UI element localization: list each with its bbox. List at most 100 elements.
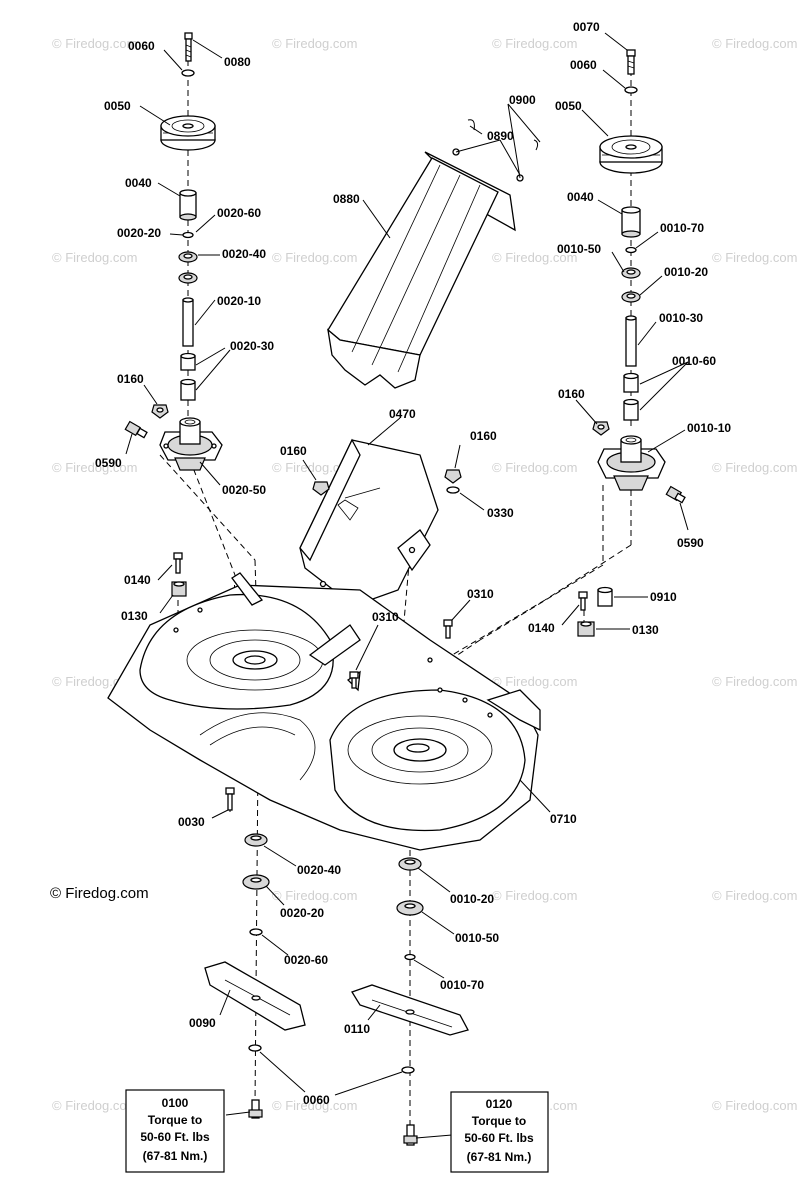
- label-0140: 0140: [528, 621, 555, 635]
- torque-part-number: 0100: [162, 1096, 189, 1110]
- watermark: © Firedog.com: [712, 674, 797, 689]
- ring-0010-70: [625, 246, 637, 254]
- shaft-0020-10: [182, 297, 194, 347]
- label-0590: 0590: [677, 536, 704, 550]
- label-0890: 0890: [487, 129, 514, 143]
- bearing-0020-20: [178, 272, 198, 284]
- bolt-0140: [578, 591, 588, 611]
- label-0160: 0160: [117, 372, 144, 386]
- leader-lines: [125, 32, 689, 1139]
- label-0900: 0900: [509, 93, 536, 107]
- bearing-0010-20: [398, 857, 422, 871]
- bolt-0030: [225, 787, 235, 811]
- bolt-0070: [626, 49, 636, 75]
- label-0020-20: 0020-20: [117, 226, 161, 240]
- ring-0020-60: [249, 928, 263, 936]
- fitting-0590: [665, 485, 686, 504]
- bolt-0120: [403, 1124, 418, 1146]
- part-labels: 0060 0080 0050 0040 0020-20 0020-60 0020…: [95, 20, 731, 1107]
- bolt-0310: [443, 619, 453, 639]
- label-0140: 0140: [124, 573, 151, 587]
- label-0040: 0040: [567, 190, 594, 204]
- label-0020-30: 0020-30: [230, 339, 274, 353]
- right-spindle-stack: [592, 49, 686, 504]
- bolt-0080: [184, 32, 193, 62]
- label-0050: 0050: [555, 99, 582, 113]
- label-0160: 0160: [558, 387, 585, 401]
- label-0590: 0590: [95, 456, 122, 470]
- torque-line: Torque to: [472, 1114, 526, 1128]
- nut-0160: [151, 404, 169, 419]
- label-0010-20: 0010-20: [664, 265, 708, 279]
- discharge-chute-0880: [327, 119, 539, 389]
- bearing-0020-40: [244, 833, 268, 847]
- left-spindle-stack: [124, 32, 223, 471]
- bearing-0010-50: [396, 900, 424, 916]
- watermark: © Firedog.com: [492, 674, 577, 689]
- watermark: © Firedog.com: [712, 888, 797, 903]
- label-0020-50: 0020-50: [222, 483, 266, 497]
- spacer-0040: [179, 189, 197, 221]
- label-0010-50: 0010-50: [557, 242, 601, 256]
- watermark: © Firedog.com: [272, 460, 357, 475]
- washer-0330: [446, 486, 460, 494]
- nut-0160: [312, 481, 330, 496]
- washer-0060: [181, 69, 195, 77]
- shaft-0010-30: [625, 315, 637, 367]
- label-0160: 0160: [470, 429, 497, 443]
- watermark: © Firedog.com: [272, 1098, 357, 1113]
- label-0060: 0060: [570, 58, 597, 72]
- label-0080: 0080: [224, 55, 251, 69]
- blade-0090: [204, 961, 306, 1031]
- label-0010-50: 0010-50: [455, 931, 499, 945]
- label-0020-60: 0020-60: [284, 953, 328, 967]
- spacer-0020-30: [180, 352, 196, 401]
- label-0310: 0310: [372, 610, 399, 624]
- copyright-text: © Firedog.com: [50, 885, 149, 902]
- torque-box-0120: 0120 Torque to 50-60 Ft. lbs (67-81 Nm.): [450, 1091, 549, 1173]
- watermark: © Firedog.com: [52, 460, 137, 475]
- bearing-0020-20: [242, 874, 270, 890]
- watermark: © Firedog.com: [52, 250, 137, 265]
- washer-0060: [248, 1044, 262, 1052]
- spacer-0010-60: [623, 372, 639, 421]
- watermark: © Firedog.com: [492, 36, 577, 51]
- bracket-0130: [171, 581, 187, 597]
- label-0020-10: 0020-10: [217, 294, 261, 308]
- pulley-0050: [599, 135, 663, 174]
- fitting-0590: [124, 420, 148, 439]
- torque-part-number: 0120: [486, 1097, 513, 1111]
- bolt-0310: [349, 671, 359, 689]
- label-0040: 0040: [125, 176, 152, 190]
- nut-0160: [592, 421, 610, 436]
- label-0710: 0710: [550, 812, 577, 826]
- watermark: © Firedog.com: [492, 250, 577, 265]
- blade-0110: [351, 984, 469, 1036]
- watermark: © Firedog.com: [272, 36, 357, 51]
- label-0020-60: 0020-60: [217, 206, 261, 220]
- watermark: © Firedog.com: [52, 1098, 137, 1113]
- bearing-0010-20: [621, 291, 641, 303]
- label-0070: 0070: [573, 20, 600, 34]
- label-0050: 0050: [104, 99, 131, 113]
- label-0060: 0060: [303, 1093, 330, 1107]
- nut-0160: [444, 469, 462, 484]
- lower-left-stack: [204, 833, 306, 1119]
- washer-0060: [624, 86, 638, 94]
- label-0330: 0330: [487, 506, 514, 520]
- label-0910: 0910: [650, 590, 677, 604]
- watermark: © Firedog.com: [712, 36, 797, 51]
- bearing-0020-40: [178, 251, 198, 263]
- lower-right-stack: [351, 857, 469, 1146]
- label-0030: 0030: [178, 815, 205, 829]
- torque-line: Torque to: [148, 1113, 202, 1127]
- washer-0060: [401, 1066, 415, 1074]
- label-0010-10: 0010-10: [687, 421, 731, 435]
- label-0880: 0880: [333, 192, 360, 206]
- watermark: © Firedog.com: [492, 460, 577, 475]
- ring-0020-60: [182, 231, 194, 239]
- label-0010-60: 0010-60: [672, 354, 716, 368]
- torque-line: 50-60 Ft. lbs: [140, 1130, 210, 1144]
- spindle-housing-0020-50: [159, 417, 223, 471]
